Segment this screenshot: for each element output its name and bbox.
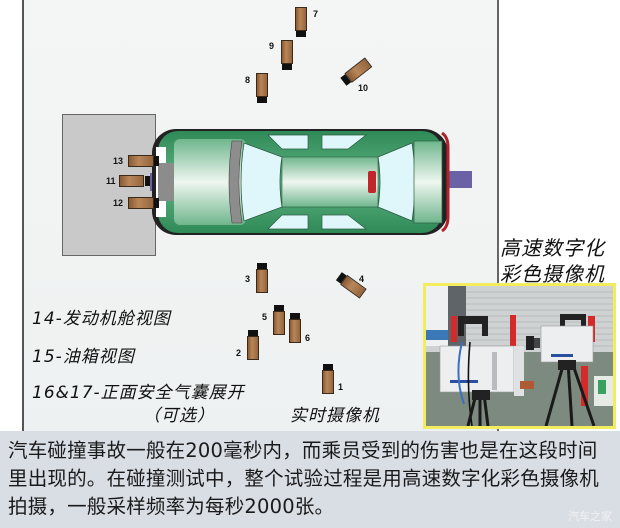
camera-6 [289,313,301,343]
camera-label-8: 8 [245,75,251,85]
high-speed-camera-photo [423,283,616,429]
camera-5 [273,305,285,335]
camera-12 [128,197,160,209]
camera-8 [256,73,268,103]
camera-label-1: 1 [338,382,344,392]
camera-label-11: 11 [106,176,116,186]
legend-fuel-tank-view: 15-油箱视图 [32,347,135,367]
legend-engine-bay-view: 14-发动机舱视图 [32,309,171,329]
car-top-view [150,127,450,237]
camera-3 [256,263,268,293]
caption-bar: 汽车碰撞事故一般在200毫秒内，而乘员受到的伤害也是在这段时间里出现的。在碰撞测… [0,431,620,528]
car-icon [152,129,450,235]
camera-label-9: 9 [269,41,275,51]
rear-tow-rod [444,171,472,188]
camera-9 [281,40,293,70]
camera-label-12: 12 [113,198,124,208]
camera-label-4: 4 [359,274,365,284]
camera-13 [128,155,160,167]
camera-1 [322,364,334,394]
camera-label-13: 13 [113,156,124,166]
camera-11 [119,175,153,187]
camera-photo-image [426,286,613,426]
caption-text: 汽车碰撞事故一般在200毫秒内，而乘员受到的伤害也是在这段时间里出现的。在碰撞测… [8,439,600,518]
high-speed-camera-title-line1: 高速数字化 [500,236,605,260]
legend-airbag-deployment: 16&17-正面安全气囊展开 [32,383,245,403]
camera-label-6: 6 [305,333,311,343]
legend-optional: （可选） [143,406,215,426]
camera-label-5: 5 [262,312,268,322]
camera-label-10: 10 [358,83,369,93]
high-speed-camera-title-line2: 彩色摄像机 [500,262,605,286]
watermark: 汽车之家 [568,510,612,523]
camera-2 [247,330,259,360]
camera-label-2: 2 [236,348,242,358]
camera-label-3: 3 [245,274,251,284]
camera-label-7: 7 [313,9,319,19]
camera-7 [295,7,307,37]
realtime-camera-label: 实时摄像机 [290,406,380,426]
